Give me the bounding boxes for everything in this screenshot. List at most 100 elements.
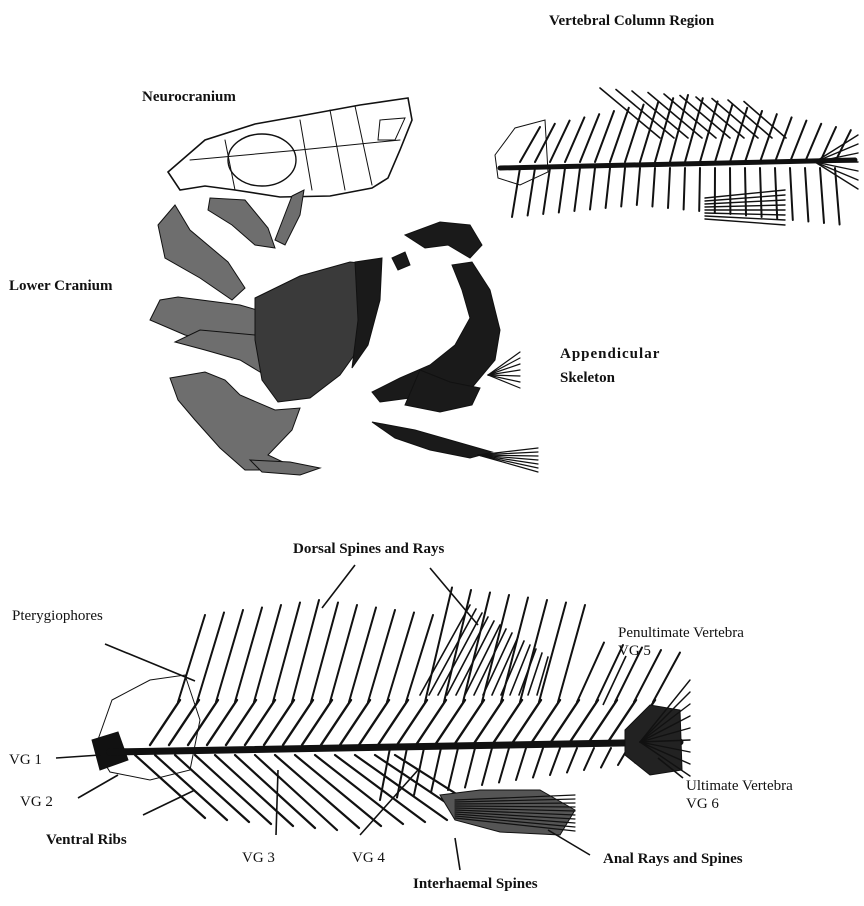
haemal-spine bbox=[606, 168, 610, 208]
vertebral-column-drawing bbox=[495, 88, 858, 225]
neural-spine bbox=[359, 700, 389, 745]
label-appendicular-line2: Skeleton bbox=[560, 370, 616, 386]
haemal-spine bbox=[699, 168, 700, 211]
ventral-rib bbox=[255, 755, 337, 830]
neural-spine bbox=[492, 700, 522, 745]
haemal-spine bbox=[559, 168, 565, 213]
neural-spine bbox=[245, 700, 275, 745]
dorsal-ray bbox=[712, 99, 758, 139]
haemal-spine bbox=[668, 168, 670, 208]
haemal-spine bbox=[516, 748, 526, 780]
neural-spine bbox=[805, 124, 821, 162]
neural-spine bbox=[378, 700, 408, 745]
label-pterygiophores: Pterygiophores bbox=[12, 608, 103, 624]
neural-spine bbox=[226, 700, 256, 745]
haemal-spine bbox=[533, 748, 543, 778]
neural-spine bbox=[283, 700, 313, 745]
neural-spine bbox=[760, 114, 777, 162]
ventral-rib bbox=[215, 755, 293, 826]
label-vg2: VG 2 bbox=[20, 794, 53, 810]
label-interhaemal-spines: Interhaemal Spines bbox=[413, 876, 538, 892]
full-skeleton-drawing bbox=[92, 588, 690, 836]
neural-spine bbox=[511, 700, 541, 745]
neural-spine bbox=[670, 95, 688, 162]
haemal-spine bbox=[584, 748, 594, 770]
anal-ray bbox=[705, 213, 785, 215]
haemal-spine bbox=[550, 748, 560, 775]
neural-spine bbox=[416, 700, 446, 745]
dorsal-spine bbox=[653, 653, 680, 703]
label-vg4: VG 4 bbox=[352, 850, 385, 866]
haemal-spine bbox=[482, 748, 492, 785]
haemal-spine bbox=[790, 168, 793, 220]
haemal-spine bbox=[820, 168, 824, 223]
haemal-spine bbox=[431, 748, 441, 793]
label-ultimate-line1: Ultimate Vertebra bbox=[686, 778, 793, 794]
neural-spine bbox=[549, 700, 579, 745]
label-ultimate-line2: VG 6 bbox=[686, 796, 719, 812]
neural-spine bbox=[587, 700, 617, 745]
neural-spine bbox=[340, 700, 370, 745]
neurocranium-drawing bbox=[168, 98, 412, 197]
neural-spine bbox=[321, 700, 351, 745]
label-anal-rays-spines: Anal Rays and Spines bbox=[603, 851, 743, 867]
haemal-spine bbox=[775, 168, 777, 219]
dorsal-ray bbox=[696, 97, 744, 138]
soft-dorsal-ray bbox=[528, 653, 542, 695]
ventral-rib bbox=[175, 755, 249, 822]
label-neurocranium: Neurocranium bbox=[142, 89, 236, 105]
haemal-spine bbox=[745, 168, 746, 216]
dorsal-ray bbox=[680, 96, 730, 139]
dorsal-ray bbox=[664, 94, 716, 138]
neural-spine bbox=[790, 121, 806, 162]
ventral-rib bbox=[295, 755, 381, 826]
haemal-spine bbox=[652, 168, 655, 207]
haemal-spine bbox=[684, 168, 685, 210]
label-vg3: VG 3 bbox=[242, 850, 275, 866]
haemal-spine bbox=[567, 748, 577, 773]
label-dorsal-spines-rays: Dorsal Spines and Rays bbox=[293, 541, 444, 557]
neural-spine bbox=[745, 111, 762, 162]
dorsal-ray bbox=[616, 90, 674, 139]
appendicular-skeleton-drawing bbox=[372, 222, 538, 472]
haemal-spine bbox=[590, 168, 595, 210]
haemal-spine bbox=[621, 168, 625, 207]
haemal-spine bbox=[637, 168, 640, 205]
ventral-rib bbox=[355, 755, 447, 820]
label-penultimate-line1: Penultimate Vertebra bbox=[618, 625, 744, 641]
dorsal-ray bbox=[648, 93, 702, 139]
neural-spine bbox=[207, 700, 237, 745]
label-appendicular-line1: Appendicular bbox=[560, 346, 660, 362]
neural-spine bbox=[264, 700, 294, 745]
neural-spine bbox=[397, 700, 427, 745]
ventral-rib bbox=[235, 755, 315, 828]
label-vg1: VG 1 bbox=[9, 752, 42, 768]
vertebral-axis bbox=[500, 160, 855, 168]
lower-cranium-drawing bbox=[150, 190, 382, 475]
ventral-rib bbox=[275, 755, 359, 828]
label-penultimate-line2: VG 5 bbox=[618, 643, 651, 659]
neural-spine bbox=[568, 700, 598, 745]
haemal-spine bbox=[543, 168, 550, 214]
neural-spine bbox=[435, 700, 465, 745]
label-lower-cranium: Lower Cranium bbox=[9, 278, 113, 294]
neural-spine bbox=[473, 700, 503, 745]
haemal-spine bbox=[465, 748, 475, 788]
haemal-spine bbox=[574, 168, 580, 211]
haemal-spine bbox=[601, 748, 611, 768]
anal-ray bbox=[705, 205, 785, 207]
soft-dorsal-ray bbox=[519, 649, 536, 695]
haemal-spine bbox=[499, 748, 509, 783]
neural-spine bbox=[454, 700, 484, 745]
label-ventral-ribs: Ventral Ribs bbox=[46, 832, 127, 848]
haemal-spine bbox=[805, 168, 808, 222]
haemal-spine bbox=[448, 748, 458, 790]
label-vertebral-column-region: Vertebral Column Region bbox=[549, 13, 715, 29]
pectoral-ray bbox=[488, 364, 520, 375]
neural-spine bbox=[302, 700, 332, 745]
neural-spine bbox=[530, 700, 560, 745]
ventral-rib bbox=[195, 755, 271, 824]
neural-spine bbox=[775, 117, 792, 162]
